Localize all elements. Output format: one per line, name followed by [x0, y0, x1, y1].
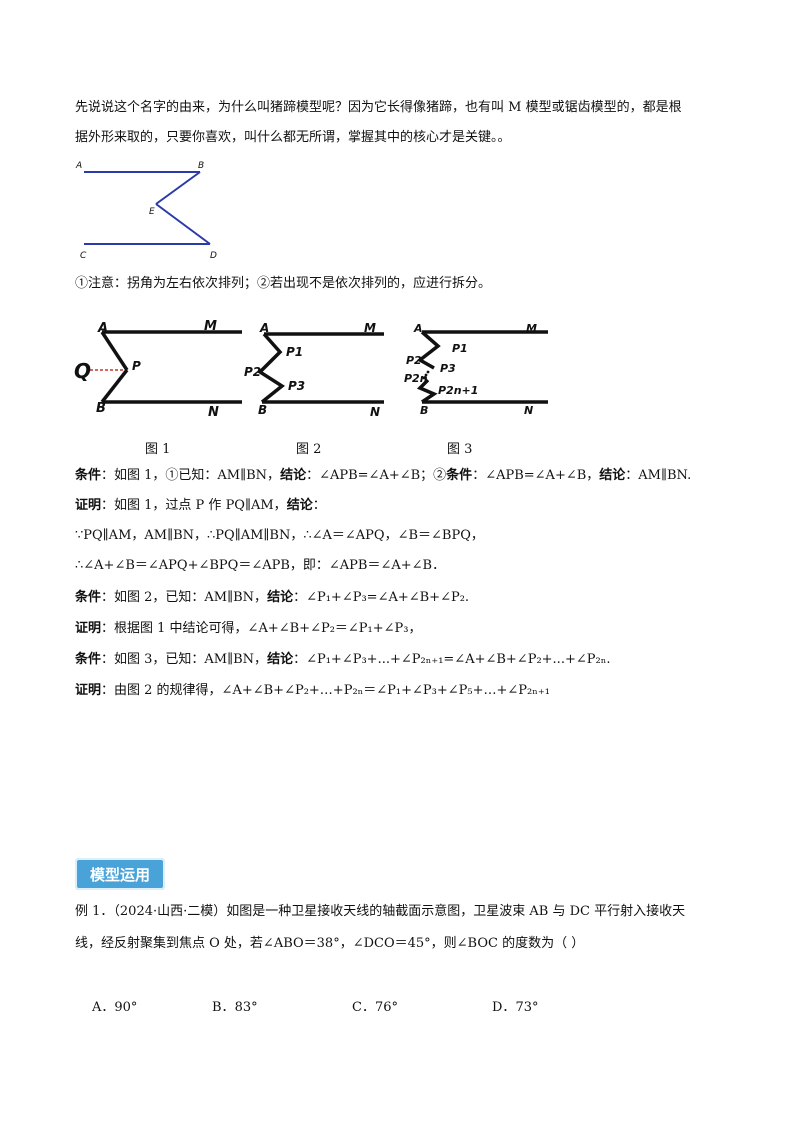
- fig3-label-P3: P3: [440, 362, 456, 375]
- label-proof: 证明: [75, 683, 102, 698]
- section-badge: 模型运用: [75, 858, 165, 890]
- proof-line-4: 证明：根据图 1 中结论可得，∠A+∠B+∠P₂＝∠P₁+∠P₃，: [75, 619, 422, 639]
- option-c[interactable]: C．76°: [352, 996, 398, 1015]
- caption-fig3: 图 3: [447, 442, 473, 457]
- fig1-label-M: M: [204, 319, 217, 334]
- figure-3: A M P1 P2 P3 P2n P2n+1 B N: [404, 322, 548, 417]
- condition-line-2: 条件：如图 2，已知：AM∥BN，结论：∠P₁+∠P₃=∠A+∠B+∠P₂.: [75, 588, 469, 608]
- condition-line-1: 条件：如图 1，①已知：AM∥BN，结论：∠APB=∠A+∠B；②条件：∠APB…: [75, 466, 691, 486]
- option-letter: B．: [212, 1000, 235, 1015]
- fig3-label-A: A: [413, 322, 423, 335]
- fig3-label-P2n: P2n: [404, 372, 428, 385]
- option-value: 83°: [234, 1000, 258, 1015]
- fig0-label-E: E: [149, 207, 155, 217]
- proof-line-2: ∵PQ∥AM，AM∥BN，∴PQ∥AM∥BN，∴∠A＝∠APQ，∠B＝∠BPQ，: [75, 528, 484, 543]
- label-condition: 条件: [75, 590, 102, 605]
- fig2-label-N: N: [370, 405, 380, 419]
- intro-line-1: 先说说这个名字的由来，为什么叫猪蹄模型呢？因为它长得像猪蹄，也有叫 M 模型或锯…: [75, 100, 682, 115]
- figure-2: A M P1 P2 P3 B N: [244, 321, 384, 419]
- example-line-1: 例 1．（2024·山西·二模）如图是一种卫星接收天线的轴截面示意图，卫星波束 …: [75, 904, 686, 919]
- caption-fig1: 图 1: [145, 442, 171, 457]
- fig2-label-P3: P3: [288, 379, 305, 393]
- option-b[interactable]: B．83°: [212, 996, 258, 1015]
- fig2-label-A: A: [259, 321, 269, 335]
- option-letter: C．: [352, 1000, 375, 1015]
- fig0-label-D: D: [210, 251, 217, 261]
- label-conclusion: 结论: [599, 468, 626, 483]
- fig0-label-B: B: [198, 161, 204, 171]
- fig3-label-P2: P2: [406, 354, 422, 367]
- proof-line-1: 证明：如图 1，过点 P 作 PQ∥AM，结论：: [75, 496, 326, 516]
- label-proof: 证明: [75, 498, 102, 513]
- label-conclusion: 结论: [267, 590, 294, 605]
- line-text: ：如图 1，过点 P 作 PQ∥AM，: [101, 498, 287, 513]
- label-condition: 条件: [75, 468, 102, 483]
- fig0-label-C: C: [80, 251, 87, 261]
- line-text: ：AM∥BN.: [625, 468, 692, 483]
- label-condition: 条件: [446, 468, 473, 483]
- fig1-label-A: A: [97, 321, 108, 336]
- fig3-label-B: B: [420, 404, 428, 417]
- option-letter: D．: [492, 1000, 516, 1015]
- option-value: 90°: [114, 1000, 138, 1015]
- line-text: ：如图 1，①已知：AM∥BN，: [101, 468, 281, 483]
- line-text: ：∠P₁+∠P₃+...+∠P₂ₙ₊₁=∠A+∠B+∠P₂+...+∠P₂ₙ.: [293, 652, 611, 667]
- option-a[interactable]: A．90°: [92, 996, 137, 1015]
- option-value: 73°: [515, 1000, 539, 1015]
- note-text: ①注意：拐角为左右依次排列；②若出现不是依次排列的，应进行拆分。: [75, 276, 492, 291]
- fig1-label-B: B: [96, 401, 106, 416]
- label-conclusion: 结论: [267, 652, 294, 667]
- line-text: ：∠P₁+∠P₃=∠A+∠B+∠P₂.: [293, 590, 470, 605]
- intro-line-2: 据外形来取的，只要你喜欢，叫什么都无所谓，掌握其中的核心才是关键。。: [75, 130, 511, 145]
- fig2-label-P1: P1: [286, 345, 303, 359]
- line-text: ：根据图 1 中结论可得，∠A+∠B+∠P₂＝∠P₁+∠P₃，: [101, 621, 422, 636]
- option-letter: A．: [92, 1000, 115, 1015]
- figure-1: A M Q P B N: [74, 319, 242, 420]
- line-text: ：如图 3，已知：AM∥BN，: [101, 652, 268, 667]
- line-text: ：: [312, 498, 326, 513]
- label-condition: 条件: [75, 652, 102, 667]
- fig3-label-N: N: [524, 404, 533, 417]
- fig3-label-P1: P1: [452, 342, 468, 355]
- fig1-label-Q: Q: [74, 359, 91, 383]
- label-conclusion: 结论: [280, 468, 307, 483]
- fig1-label-P: P: [132, 359, 141, 373]
- fig3-label-P2n1: P2n+1: [438, 384, 478, 397]
- fig2-label-B: B: [258, 403, 267, 417]
- line-text: ：由图 2 的规律得，∠A+∠B+∠P₂+…+P₂ₙ＝∠P₁+∠P₃+∠P₅+……: [101, 683, 550, 698]
- label-conclusion: 结论: [286, 498, 313, 513]
- label-proof: 证明: [75, 621, 102, 636]
- fig2-label-P2: P2: [244, 365, 261, 379]
- fig0-label-A: A: [75, 161, 82, 171]
- option-d[interactable]: D．73°: [492, 996, 538, 1015]
- line-text: ：∠APB=∠A+∠B；②: [306, 468, 447, 483]
- line-text: ：∠APB=∠A+∠B，: [472, 468, 600, 483]
- caption-fig2: 图 2: [296, 442, 322, 457]
- example-line-2: 线，经反射聚集到焦点 O 处，若∠ABO＝38°，∠DCO＝45°，则∠BOC …: [75, 936, 585, 951]
- proof-line-3: ∴∠A+∠B＝∠APQ+∠BPQ＝∠APB，即：∠APB＝∠A+∠B．: [75, 558, 446, 573]
- pig-foot-figure: A B E C D: [75, 161, 217, 261]
- fig1-label-N: N: [208, 405, 219, 420]
- condition-line-3: 条件：如图 3，已知：AM∥BN，结论：∠P₁+∠P₃+...+∠P₂ₙ₊₁=∠…: [75, 650, 610, 670]
- fig2-label-M: M: [364, 321, 376, 335]
- proof-line-5: 证明：由图 2 的规律得，∠A+∠B+∠P₂+…+P₂ₙ＝∠P₁+∠P₃+∠P₅…: [75, 681, 550, 701]
- fig3-label-M: M: [526, 322, 537, 335]
- line-text: ：如图 2，已知：AM∥BN，: [101, 590, 268, 605]
- option-value: 76°: [374, 1000, 398, 1015]
